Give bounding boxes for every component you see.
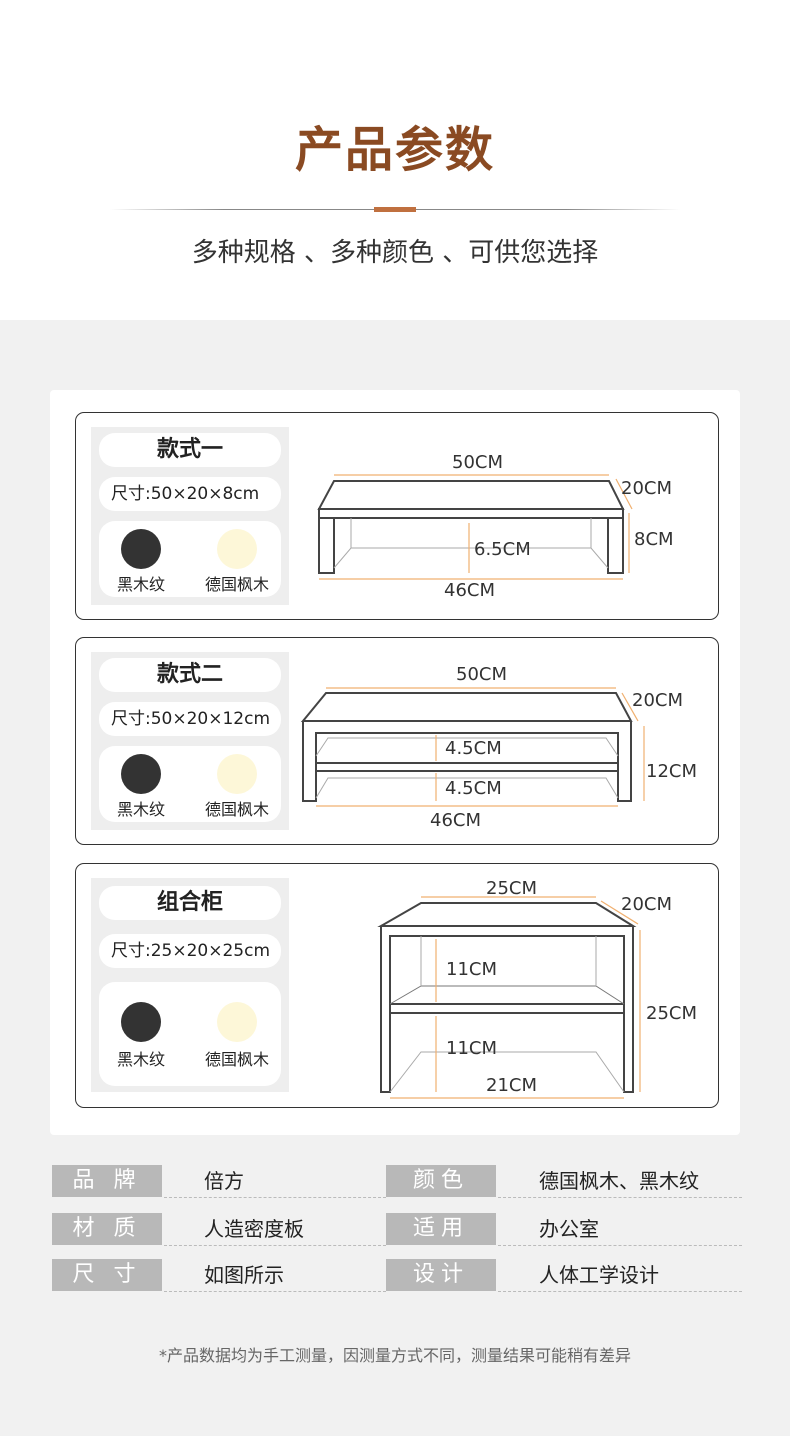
spec-value: 如图所示: [204, 1263, 284, 1287]
dim-depth: 20CM: [621, 894, 672, 915]
spec-key: 品 牌: [52, 1165, 162, 1197]
measurement-note: *产品数据均为手工测量，因测量方式不同，测量结果可能稍有差异: [158, 1346, 631, 1365]
dim-height: 25CM: [646, 1003, 697, 1024]
spec-row: 品 牌 倍方 颜色 德国枫木、黑木纹: [52, 1165, 742, 1199]
dim-inner-bottom: 4.5CM: [445, 778, 502, 799]
swatch-label: 黑木纹: [116, 575, 165, 594]
variant-info: 款式一 尺寸:50×20×8cm 黑木纹 德国枫木: [91, 427, 289, 605]
spec-value: 人造密度板: [204, 1217, 304, 1241]
variant-size: 尺寸:50×20×8cm: [99, 477, 281, 511]
variant-info: 款式二 尺寸:50×20×12cm 黑木纹 德国枫木: [91, 652, 289, 830]
variant-size: 尺寸:50×20×12cm: [99, 702, 281, 736]
swatch-label: 德国枫木: [204, 1050, 269, 1069]
spec-value: 德国枫木、黑木纹: [539, 1169, 699, 1193]
swatch-black-wood[interactable]: [121, 529, 161, 569]
variant-card-1: 款式一 尺寸:50×20×8cm 黑木纹 德国枫木 50CM 20CM 8CM …: [75, 412, 719, 620]
header-section: 产品参数 多种规格 、多种颜色 、可供您选择: [0, 0, 790, 320]
dim-inner-top: 4.5CM: [445, 738, 502, 759]
dim-width: 25CM: [486, 878, 537, 899]
page-title: 产品参数: [294, 122, 495, 178]
dimension-drawing: 50CM 20CM 12CM 4.5CM 4.5CM 46CM: [300, 664, 697, 831]
swatch-maple[interactable]: [217, 529, 257, 569]
dim-bottom: 46CM: [444, 580, 495, 601]
dim-bottom: 21CM: [486, 1075, 537, 1096]
color-swatches: 黑木纹 德国枫木: [99, 746, 281, 822]
variant-card-3: 组合柜 尺寸:25×20×25cm 黑木纹 德国枫木 25CM 20CM 25C…: [75, 863, 719, 1108]
swatch-maple[interactable]: [217, 754, 257, 794]
dim-height: 12CM: [646, 761, 697, 782]
spec-value: 人体工学设计: [539, 1263, 659, 1287]
divider: [164, 1197, 386, 1198]
swatch-black-wood[interactable]: [121, 754, 161, 794]
divider: [498, 1197, 742, 1198]
variant-name: 款式一: [99, 433, 281, 467]
variant-card-2: 款式二 尺寸:50×20×12cm 黑木纹 德国枫木 50CM 20CM 12C…: [75, 637, 719, 845]
spec-key: 适用: [386, 1213, 496, 1245]
variant-size: 尺寸:25×20×25cm: [99, 934, 281, 968]
swatch-label: 黑木纹: [116, 800, 165, 819]
spec-value: 倍方: [204, 1169, 244, 1193]
spec-key: 材 质: [52, 1213, 162, 1245]
divider: [498, 1291, 742, 1292]
swatch-label: 德国枫木: [204, 575, 269, 594]
spec-value: 办公室: [539, 1217, 599, 1241]
dim-depth: 20CM: [632, 690, 683, 711]
dim-inner-bottom: 11CM: [446, 1038, 497, 1059]
dim-width: 50CM: [456, 664, 507, 685]
spec-key: 颜色: [386, 1165, 496, 1197]
spec-row: 材 质 人造密度板 适用 办公室: [52, 1213, 742, 1247]
spec-key: 设计: [386, 1259, 496, 1291]
spec-key: 尺 寸: [52, 1259, 162, 1291]
divider: [164, 1245, 386, 1246]
divider-accent: [374, 207, 416, 212]
swatch-label: 黑木纹: [116, 1050, 165, 1069]
page-subtitle: 多种规格 、多种颜色 、可供您选择: [191, 238, 599, 268]
variant-info: 组合柜 尺寸:25×20×25cm 黑木纹 德国枫木: [91, 878, 289, 1092]
dimension-drawing: 50CM 20CM 8CM 6.5CM 46CM: [317, 452, 674, 601]
color-swatches: 黑木纹 德国枫木: [99, 521, 281, 597]
color-swatches: 黑木纹 德国枫木: [99, 982, 281, 1086]
variant-name: 组合柜: [99, 886, 281, 920]
swatch-label: 德国枫木: [204, 800, 269, 819]
dimension-drawing: 25CM 20CM 25CM 11CM 11CM 21CM: [377, 878, 697, 1099]
divider: [164, 1291, 386, 1292]
dim-inner-top: 11CM: [446, 959, 497, 980]
variant-name: 款式二: [99, 658, 281, 692]
dim-width: 50CM: [452, 452, 503, 473]
swatch-black-wood[interactable]: [121, 1002, 161, 1042]
dim-height: 8CM: [634, 529, 674, 550]
spec-row: 尺 寸 如图所示 设计 人体工学设计: [52, 1259, 742, 1293]
dim-bottom: 46CM: [430, 810, 481, 831]
swatch-maple[interactable]: [217, 1002, 257, 1042]
dim-inner: 6.5CM: [474, 539, 531, 560]
dim-depth: 20CM: [621, 478, 672, 499]
divider: [498, 1245, 742, 1246]
